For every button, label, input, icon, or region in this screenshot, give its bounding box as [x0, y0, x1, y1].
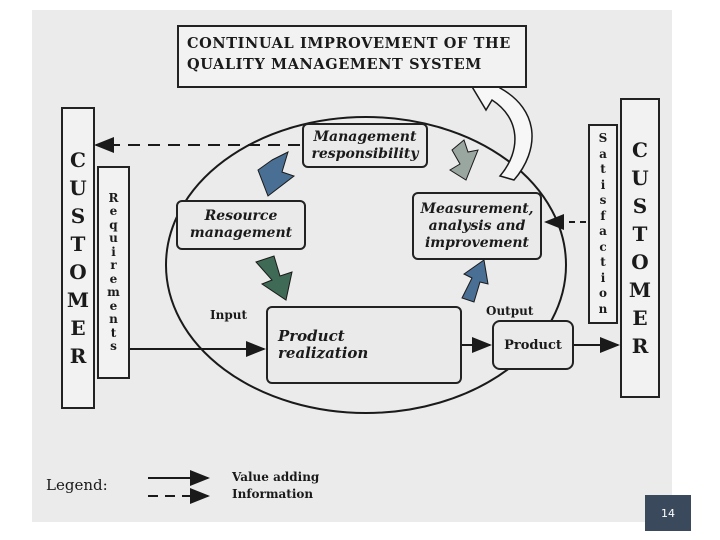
- customer-left-letter: U: [69, 176, 87, 200]
- legend-information-label: Information: [232, 487, 314, 501]
- customer-left-letter: S: [70, 204, 86, 228]
- requirements-letter: u: [109, 231, 118, 245]
- title-line-2: QUALITY MANAGEMENT SYSTEM: [187, 56, 482, 73]
- output-label: Output: [486, 304, 534, 318]
- cycle-arrow-mgmt-to-resource: [257, 151, 296, 197]
- requirements-letter: e: [109, 204, 118, 218]
- customer-left-letter: E: [70, 316, 86, 340]
- requirements-letter: e: [109, 298, 118, 313]
- requirements-letter: s: [110, 339, 117, 353]
- satisfaction-letter: a: [599, 146, 607, 161]
- customer-right-letter: E: [632, 306, 648, 330]
- requirements-letter: q: [109, 217, 118, 232]
- title-box: CONTINUAL IMPROVEMENT OF THE QUALITY MAN…: [177, 25, 527, 88]
- measurement-analysis-box: Measurement, analysis and improvement: [412, 192, 542, 260]
- requirements-letter: e: [109, 271, 118, 286]
- requirements-letter: t: [110, 325, 117, 340]
- resource-line-1: Resource: [204, 208, 278, 224]
- satisfaction-letter: t: [600, 162, 606, 176]
- management-line-2: responsibility: [311, 145, 419, 162]
- resource-management-box: Resource management: [176, 200, 306, 250]
- cycle-arrow-product-to-measurement: [461, 259, 489, 303]
- title-line-1: CONTINUAL IMPROVEMENT OF THE: [187, 35, 511, 52]
- resource-line-2: management: [189, 225, 293, 241]
- satisfaction-letter: o: [598, 286, 607, 300]
- customer-right-letter: S: [632, 194, 648, 218]
- legend-title: Legend:: [46, 476, 108, 494]
- satisfaction-letter: S: [598, 131, 608, 145]
- input-label: Input: [210, 308, 247, 322]
- legend-value-adding-label: Value adding: [232, 470, 320, 484]
- satisfaction-letter: n: [598, 301, 608, 316]
- customer-left-letter: M: [66, 288, 90, 312]
- satisfaction-letter: s: [599, 193, 607, 207]
- satisfaction-letter: t: [600, 255, 606, 269]
- measurement-line-2: analysis and: [428, 217, 526, 234]
- customer-left-letter: C: [70, 148, 86, 172]
- page-number-badge: 14: [645, 495, 691, 531]
- customer-right-letter: R: [631, 334, 649, 358]
- product-realization-line-1: Product: [278, 327, 345, 345]
- customer-left-letter: O: [69, 260, 87, 284]
- product-realization-box: Product realization: [266, 306, 462, 384]
- requirements-letter: i: [111, 244, 116, 259]
- customer-right-letter: T: [632, 222, 648, 246]
- process-cycle-ellipse: [165, 116, 567, 414]
- measurement-line-3: improvement: [424, 234, 530, 251]
- customer-left: C U S T O M E R: [61, 107, 95, 409]
- management-line-1: Management: [313, 128, 417, 145]
- requirements-letter: m: [107, 285, 120, 299]
- cycle-arrow-resource-to-product: [255, 255, 293, 301]
- product-label: Product: [504, 337, 562, 353]
- requirements-letter: n: [109, 312, 118, 326]
- requirements-letter: r: [110, 258, 117, 272]
- requirements-box: R e q u i r e m e n t s: [97, 166, 130, 379]
- measurement-line-1: Measurement,: [420, 200, 534, 217]
- satisfaction-box: S a t i s f a c t i o n: [588, 124, 618, 324]
- satisfaction-letter: c: [599, 239, 607, 254]
- customer-left-letter: T: [70, 232, 86, 256]
- satisfaction-letter: a: [599, 224, 607, 238]
- satisfaction-letter: f: [600, 208, 606, 223]
- customer-left-letter: R: [69, 344, 87, 368]
- page-number: 14: [661, 506, 675, 520]
- product-realization-line-2: realization: [278, 344, 369, 362]
- satisfaction-letter: i: [600, 270, 606, 285]
- customer-right-letter: C: [632, 138, 648, 162]
- cycle-arrow-measurement-to-mgmt: [449, 139, 479, 181]
- customer-right: C U S T O M E R: [620, 98, 660, 398]
- customer-right-letter: U: [631, 166, 649, 190]
- satisfaction-letter: i: [600, 177, 606, 192]
- customer-right-letter: O: [631, 250, 649, 274]
- customer-right-letter: M: [628, 278, 652, 302]
- improvement-curve-arrow: [466, 77, 533, 181]
- requirements-letter: R: [108, 190, 119, 205]
- management-responsibility-box: Management responsibility: [302, 123, 428, 168]
- product-output-box: Product: [492, 320, 574, 370]
